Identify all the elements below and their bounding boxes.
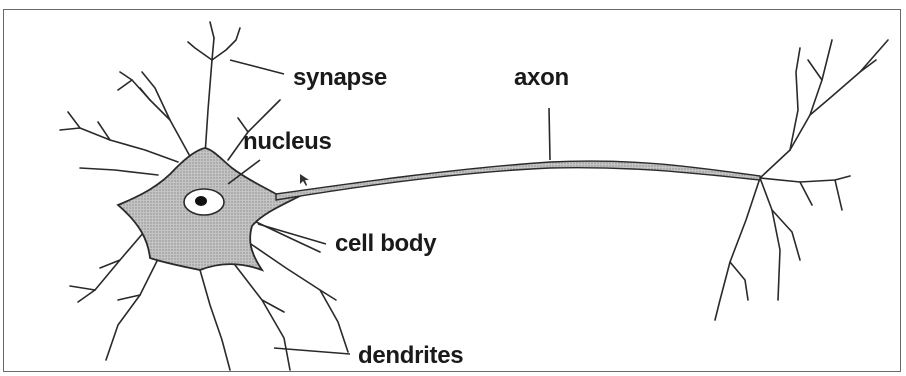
- axon-label: axon: [514, 64, 569, 92]
- synapse-label: synapse: [293, 64, 387, 92]
- cursor-icon: [300, 174, 309, 186]
- cell-body-pointer: [258, 224, 326, 244]
- nucleolus: [195, 196, 207, 206]
- dendrites-label: dendrites: [358, 342, 463, 370]
- synapse-pointer: [230, 60, 284, 74]
- axon-shape: [276, 161, 760, 200]
- cell-body-label: cell body: [335, 230, 436, 258]
- axon-pointer: [549, 108, 550, 160]
- dendrites-pointer: [274, 348, 350, 354]
- nucleus-label: nucleus: [243, 128, 332, 156]
